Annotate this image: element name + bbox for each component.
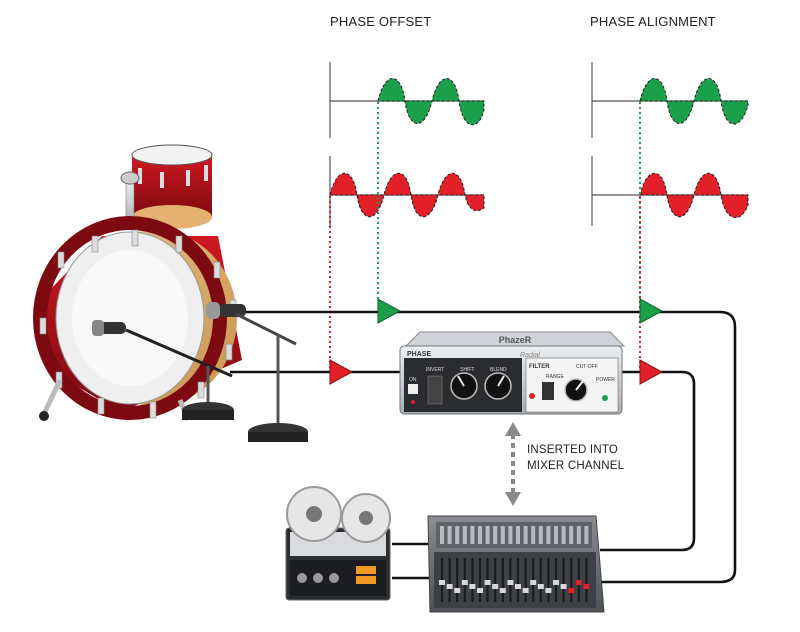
mixer-knob-column [584,526,589,544]
mixer-fader-cap [568,588,575,593]
cables [230,310,737,584]
mixer-knob-column [493,526,498,544]
mixer-fader-cap [507,580,514,585]
kick-mic-inside [92,320,234,420]
mixer-fader-cap [553,580,559,585]
annotation-line-2: MIXER CHANNEL [527,460,625,472]
mixer-knob-column [478,526,482,544]
mixer-channel-strips [439,526,590,602]
mixer-knob-column [531,526,536,544]
mixer-fader-slot [448,558,451,602]
invert-switch[interactable] [427,375,443,405]
mixer-fader-cap [469,584,476,589]
tape-machine [285,486,391,601]
mixer-knob-column [546,526,551,544]
blend-label: BLEND [490,367,507,373]
mixer-knob-column [508,526,513,544]
mixer-fader-cap [484,580,491,585]
mixer-knob-column [500,526,505,544]
mixer-fader-slot [562,558,565,602]
power-label: POWER [596,377,615,383]
mixer-fader-cap [499,588,506,593]
phase-section-label: PHASE [407,351,431,358]
offset-green-wave [377,78,485,126]
phazer-brand: PhazeR [499,335,532,345]
mixer-fader-slot [479,558,481,602]
mixer-fader-cap [461,580,468,585]
mixer-fader-slot [547,558,550,602]
aligned-red-wave [639,173,749,218]
offset-red-wave [329,173,485,217]
phase-on-switch[interactable] [408,384,418,394]
kick-mic-outside [206,302,308,442]
mixer-fader-cap [537,584,544,589]
mixer-fader-cap [477,588,483,593]
mixer-knob-column [554,526,558,544]
mixer-fader-slot [539,558,542,602]
cutoff-label: CUT-OFF [576,364,598,370]
mixer-fader-cap [583,584,590,589]
mixer-knob-column [538,526,543,544]
mixer-knob-column [440,526,444,544]
offset-red-marker [329,359,354,385]
annotation-line-1: INSERTED INTO [527,444,618,456]
filter-led-icon [529,393,535,399]
mixer-fader-cap [515,584,521,589]
aligned-green-wave [639,78,749,125]
mixer-knob-column [485,526,490,544]
mixer-knob-column [523,526,528,544]
mixer-knob-column [516,526,520,544]
mixer-fader-cap [575,580,582,585]
mixer-fader-slot [501,558,504,602]
mixer-fader-cap [492,584,499,589]
mixer-knob-column [470,526,475,544]
mixer-knob-column [576,526,581,544]
phazer-output-cable [600,370,696,552]
mixer-knob-column [447,526,452,544]
mixer-fader-slot [585,558,588,602]
aligned-red-wave-graph [591,156,749,226]
mixer-knob-column [561,526,566,544]
range-label: RANGE [546,374,564,380]
mixer-fader-slot [471,558,474,602]
offset-red-wave-graph [329,156,485,226]
mixer-fader-slot [570,558,573,602]
insert-arrow [505,422,521,506]
offset-green-marker [377,298,402,324]
shift-label: SHIFT [460,367,474,373]
mixer-knob-column [455,526,460,544]
mixer-fader-cap [446,584,453,589]
radial-maker: Radial [520,352,540,359]
mixer-fader-cap [522,588,529,593]
inserted-into-mixer-annotation: INSERTED INTO MIXER CHANNEL [527,442,624,474]
offset-green-wave-graph [329,62,485,138]
invert-label: INVERT [426,367,444,373]
mixer-fader-cap [439,580,445,585]
rack-tom [131,144,213,229]
phase-offset-title: PHASE OFFSET [330,14,432,29]
mixer-fader-slot [517,558,519,602]
mixer-fader-cap [545,588,552,593]
phazer-device: PhazeR PHASE INVERT SHIFT BLEND FILTER R… [399,331,626,415]
phase-alignment-title: PHASE ALIGNMENT [590,14,716,29]
aligned-red-marker [639,359,664,385]
mixer-fader-slot [456,558,459,602]
mixer-fader-cap [530,580,537,585]
mixer-fader-slot [494,558,497,602]
aligned-green-wave-graph [591,62,749,138]
drum-kit-illustration [33,144,308,442]
mixer-fader-cap [454,588,461,593]
mixer-knob-column [569,526,574,544]
phase-led-icon [411,400,415,404]
mixer-fader-slot [524,558,527,602]
aligned-green-marker [639,298,664,324]
range-switch[interactable] [542,382,554,400]
filter-section-label: FILTER [529,364,550,370]
mixer-fader-cap [560,584,567,589]
power-led-icon [602,395,608,401]
mixer-knob-column [462,526,467,544]
on-label: ON [409,377,417,383]
mic1-cable [236,310,737,584]
